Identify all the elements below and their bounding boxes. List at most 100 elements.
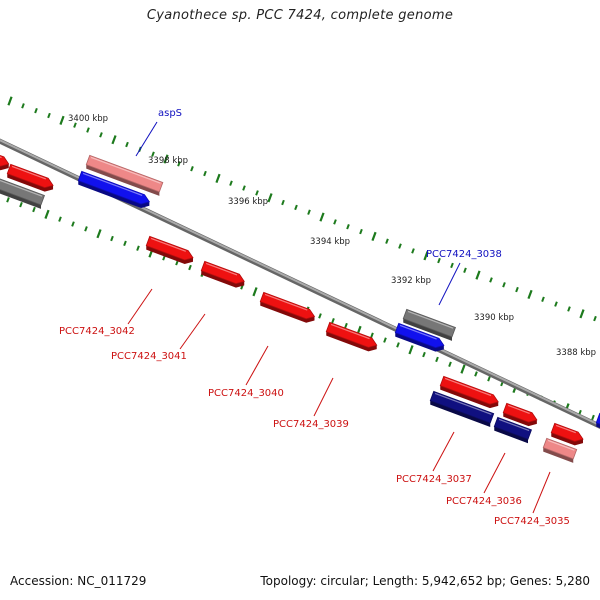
- gene-feature-shine: [0, 156, 2, 159]
- outer-scale-tick: [7, 96, 13, 106]
- outer-scale-tick: [463, 267, 467, 273]
- gene-feature-body: [595, 412, 600, 425]
- inner-scale-tick: [110, 235, 114, 242]
- gene-features: [0, 154, 600, 463]
- gene-feature: [595, 412, 600, 429]
- genome-stats-text: Topology: circular; Length: 5,942,652 bp…: [260, 574, 590, 588]
- outer-scale-tick: [502, 282, 506, 288]
- inner-scale-tick: [383, 337, 387, 343]
- gene-label-leader: [532, 471, 551, 514]
- gene-feature-body: [85, 154, 164, 193]
- outer-scale-tick: [411, 248, 415, 254]
- outer-scale-tick: [567, 306, 571, 312]
- inner-scale-tick: [435, 356, 439, 363]
- scale-label: 3398 kbp: [148, 156, 188, 166]
- gene-feature-shine: [498, 418, 530, 432]
- gene-feature-body: [325, 321, 378, 348]
- inner-scale-tick: [44, 209, 50, 219]
- gene-label-leader: [245, 345, 269, 386]
- gene-feature-body: [6, 163, 54, 189]
- outer-scale-tick: [515, 286, 519, 293]
- gene-label: PCC7424_3039: [273, 419, 349, 430]
- gene-feature-shine: [547, 439, 575, 451]
- accession-text: Accession: NC_011729: [10, 574, 147, 588]
- gene-feature: [145, 235, 194, 264]
- outer-scale-tick: [229, 180, 233, 186]
- outer-scale-tick: [255, 190, 259, 196]
- gene-feature-side: [543, 447, 574, 463]
- outer-scale-tick: [579, 309, 585, 319]
- scale-label: 3396 kbp: [228, 197, 268, 207]
- gene-label: PCC7424_3041: [111, 351, 187, 362]
- inner-scale-tick: [136, 245, 140, 251]
- gene-feature-body: [259, 291, 316, 320]
- gene-feature: [542, 437, 578, 463]
- gene-label: PCC7424_3042: [59, 326, 135, 337]
- outer-scale-tick: [59, 115, 65, 125]
- gene-feature-body: [145, 235, 194, 261]
- outer-scale-tick: [163, 154, 169, 164]
- inner-scale-tick: [422, 351, 426, 358]
- outer-scale-tick: [307, 209, 311, 215]
- gene-feature-shine: [330, 323, 370, 340]
- gene-label-leader: [438, 262, 461, 306]
- inner-scale-tick: [460, 364, 466, 374]
- inner-scale-tick: [408, 345, 414, 355]
- outer-scale-tick: [99, 132, 103, 138]
- inner-scale-tick: [6, 197, 10, 203]
- inner-scale-tick: [331, 318, 335, 324]
- scale-label: 3400 kbp: [68, 114, 108, 124]
- gene-feature-shine: [11, 165, 47, 180]
- inner-scale-tick: [58, 216, 62, 222]
- outer-scale-tick: [215, 173, 221, 183]
- gene-feature-body: [429, 390, 495, 424]
- inner-scale-tick: [487, 376, 491, 382]
- outer-scale-tick: [450, 262, 454, 269]
- gene-feature-body: [402, 308, 456, 338]
- gene-feature-body: [493, 416, 532, 440]
- outer-scale-tick: [527, 289, 533, 300]
- outer-scale-tick: [319, 212, 325, 222]
- gene-feature-body: [200, 260, 245, 285]
- inner-scale-tick: [474, 371, 478, 377]
- gene-label-leader: [483, 452, 506, 494]
- gene-feature-shine: [434, 392, 492, 415]
- gene-label-leader: [179, 313, 206, 350]
- gene-feature: [200, 260, 245, 288]
- outer-scale-tick: [86, 127, 90, 133]
- gene-feature-side: [86, 164, 160, 196]
- inner-scale-tick: [19, 201, 23, 208]
- outer-scale-tick: [242, 185, 246, 191]
- inner-scale-tick: [396, 342, 400, 348]
- outer-scale-tick: [177, 161, 181, 167]
- gene-feature-shine: [444, 377, 492, 397]
- gene-feature: [550, 422, 584, 446]
- gene-feature: [502, 402, 538, 427]
- inner-scale-tick: [71, 221, 75, 227]
- gene-label-leader: [432, 431, 455, 472]
- gene-feature-body: [394, 322, 445, 349]
- gene-feature-shine: [399, 324, 437, 340]
- outer-scale-tick: [34, 107, 38, 114]
- gene-feature-side: [430, 400, 491, 428]
- gene-label: aspS: [158, 108, 182, 119]
- outer-scale-tick: [398, 243, 402, 249]
- outer-scale-tick: [475, 270, 481, 280]
- outer-scale-tick: [346, 224, 350, 230]
- gene-label: PCC7424_3040: [208, 388, 284, 399]
- gene-labels: aspS PCC7424_3038PCC7424_3042PCC7424_3041…: [59, 108, 570, 527]
- gene-feature-body: [439, 375, 499, 405]
- outer-scale-tick: [203, 170, 207, 177]
- gene-feature-shine: [150, 237, 186, 252]
- scale-label: 3388 kbp: [556, 348, 596, 358]
- gene-label: PCC7424_3038: [426, 249, 502, 260]
- gene-feature-shine: [507, 404, 530, 414]
- inner-scale-tick: [252, 287, 258, 297]
- gene-feature-body: [502, 402, 538, 423]
- gene-feature: [259, 291, 316, 323]
- gene-feature: [439, 375, 499, 409]
- gene-feature-shine: [0, 179, 43, 197]
- scale-label: 3392 kbp: [391, 276, 431, 286]
